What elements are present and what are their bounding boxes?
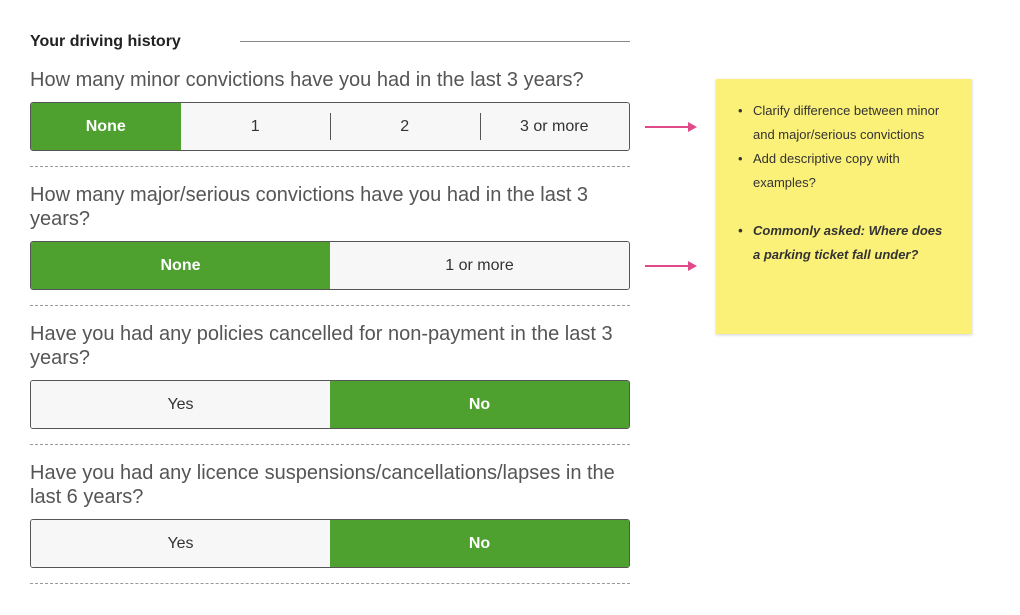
divider <box>30 166 630 167</box>
licence-suspensions-option-no[interactable]: No <box>330 520 629 567</box>
divider <box>30 583 630 584</box>
note-item: Add descriptive copy with examples? <box>738 147 952 195</box>
question-major-convictions: How many major/serious convictions have … <box>30 184 589 230</box>
minor-convictions-option-1[interactable]: 1 <box>180 103 330 150</box>
minor-convictions-option-none[interactable]: None <box>31 103 181 150</box>
divider <box>30 305 630 306</box>
annotation-arrow-icon <box>645 261 697 271</box>
annotation-arrow-icon <box>645 122 697 132</box>
section-header: Your driving history <box>30 31 630 53</box>
minor-convictions-selector: None 1 2 3 or more <box>30 102 630 151</box>
question-minor-convictions: How many minor convictions have you had … <box>30 69 584 91</box>
major-convictions-option-1-or-more[interactable]: 1 or more <box>330 242 629 289</box>
note-item: Clarify difference between minor and maj… <box>738 99 952 147</box>
policies-cancelled-option-yes[interactable]: Yes <box>31 381 330 428</box>
question-policies-cancelled: Have you had any policies cancelled for … <box>30 323 613 369</box>
sticky-note: Clarify difference between minor and maj… <box>716 79 972 334</box>
divider <box>30 444 630 445</box>
section-title: Your driving history <box>30 33 181 50</box>
major-convictions-selector: None 1 or more <box>30 241 630 290</box>
minor-convictions-option-2[interactable]: 2 <box>330 103 480 150</box>
note-list: Clarify difference between minor and maj… <box>738 99 952 267</box>
policies-cancelled-selector: Yes No <box>30 380 630 429</box>
note-item-highlight: Commonly asked: Where does a parking tic… <box>738 219 952 267</box>
question-licence-suspensions: Have you had any licence suspensions/can… <box>30 462 615 508</box>
policies-cancelled-option-no[interactable]: No <box>330 381 629 428</box>
licence-suspensions-option-yes[interactable]: Yes <box>31 520 330 567</box>
minor-convictions-option-3-or-more[interactable]: 3 or more <box>479 103 629 150</box>
licence-suspensions-selector: Yes No <box>30 519 630 568</box>
section-divider <box>240 41 630 42</box>
major-convictions-option-none[interactable]: None <box>31 242 330 289</box>
